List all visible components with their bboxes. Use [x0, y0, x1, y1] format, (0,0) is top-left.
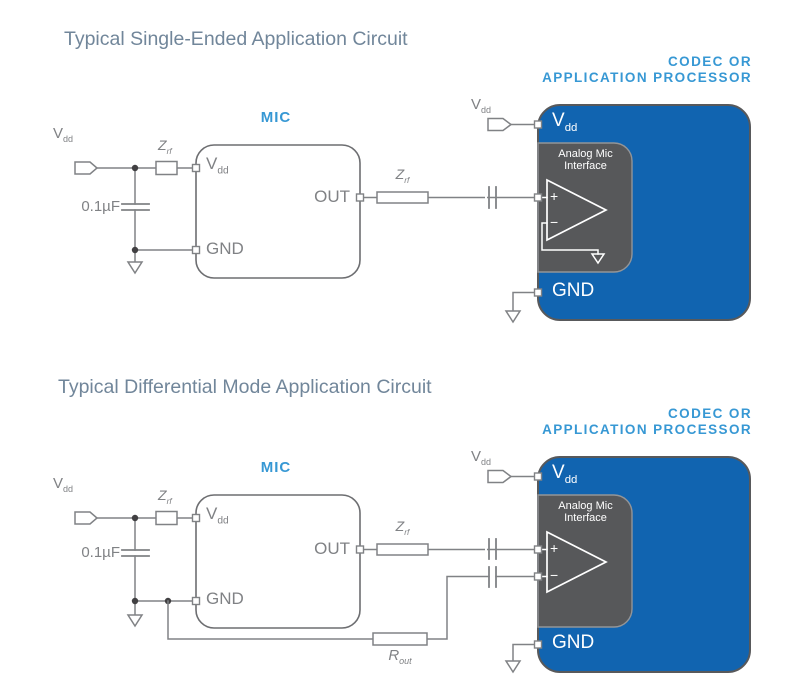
codec-gnd-label: GND	[552, 632, 595, 653]
codec-gnd-pin	[533, 288, 543, 297]
analog-mic-interface-label: Analog Mic Interface	[538, 148, 633, 172]
internal-ground-symbol	[590, 253, 606, 265]
wire-codec-gnd	[512, 643, 535, 662]
opamp-triangle	[546, 178, 608, 242]
mic-out-pin	[355, 193, 365, 202]
cap-value-label: 0.1µF	[81, 198, 120, 215]
zrf-label-small: Zrf	[158, 137, 172, 156]
codec-gnd-pin	[533, 640, 543, 649]
mic-vdd-pin	[191, 163, 201, 173]
zrf-resistor-small	[155, 160, 178, 176]
mic-title: MIC	[260, 459, 292, 476]
circuit1-title: Typical Single-Ended Application Circuit	[64, 28, 408, 50]
coupling-capacitor-plus	[488, 538, 497, 560]
rout-label: Rout	[388, 647, 412, 666]
cap-value-label: 0.1µF	[81, 544, 120, 561]
coupling-capacitor-minus	[488, 566, 497, 588]
ground-symbol	[504, 310, 522, 324]
junction-dot	[131, 597, 139, 605]
opamp-minus-sign: −	[550, 567, 559, 583]
mic-vdd-pin	[191, 513, 201, 523]
analog-label-line1: Analog Mic	[558, 148, 613, 160]
analog-mic-interface-box	[537, 142, 633, 273]
mic-title: MIC	[260, 109, 292, 126]
codec-vdd-label: Vdd	[552, 110, 578, 134]
opamp-minus-sign: −	[550, 214, 559, 230]
codec-input-pin	[533, 193, 543, 202]
codec-minus-input-pin	[533, 572, 543, 581]
opamp-minus-feedback-wire	[541, 222, 599, 255]
capacitor-gap-mask	[485, 541, 487, 558]
zrf-label-series: Zrf	[395, 518, 410, 537]
codec-header-line1: CODEC OR	[668, 406, 752, 421]
supply-arrow-connector	[487, 117, 513, 132]
wire-codec-gnd	[512, 291, 535, 312]
coupling-capacitor	[488, 186, 497, 209]
vdd-supply-label: Vdd	[471, 448, 492, 467]
junction-dot	[131, 164, 139, 172]
mic-box	[195, 494, 361, 629]
codec-plus-input-pin	[533, 545, 543, 554]
mic-vdd-pin-label: Vdd	[206, 504, 229, 527]
analog-label-line1: Analog Mic	[558, 500, 613, 512]
analog-label-line2: Interface	[564, 512, 607, 524]
wire-rout-return-path	[167, 575, 490, 640]
junction-dot	[131, 514, 139, 522]
junction-dot	[131, 246, 139, 254]
mic-out-pin-label: OUT	[314, 539, 350, 558]
opamp-plus-sign: +	[550, 188, 559, 204]
codec-header-line2: APPLICATION PROCESSOR	[542, 70, 752, 85]
decoupling-capacitor	[121, 549, 150, 557]
rout-resistor	[372, 632, 428, 646]
zrf-resistor-small	[155, 510, 178, 526]
circuit2-codec-header: CODEC OR APPLICATION PROCESSOR	[542, 406, 752, 438]
vdd-supply-label: Vdd	[471, 96, 492, 115]
codec-header-line2: APPLICATION PROCESSOR	[542, 422, 752, 437]
mic-box	[195, 144, 361, 279]
codec-vdd-pin	[533, 472, 543, 481]
mic-gnd-pin	[191, 596, 201, 606]
vdd-supply-label: Vdd	[53, 475, 74, 494]
mic-gnd-pin-label: GND	[206, 239, 244, 258]
codec-vdd-pin	[533, 120, 543, 129]
single-ended-circuit	[74, 104, 751, 324]
vdd-supply-label: Vdd	[53, 125, 74, 144]
ground-symbol	[126, 261, 144, 275]
decoupling-capacitor	[121, 203, 150, 211]
mic-gnd-pin	[191, 245, 201, 255]
supply-arrow-connector	[74, 161, 99, 175]
opamp-triangle	[546, 530, 608, 594]
codec-gnd-label: GND	[552, 280, 595, 301]
differential-circuit	[74, 456, 751, 674]
analog-label-line2: Interface	[564, 160, 607, 172]
supply-arrow-connector	[487, 469, 513, 484]
mic-out-pin-label: OUT	[314, 187, 350, 206]
mic-out-pin	[355, 545, 365, 554]
mic-gnd-pin-label: GND	[206, 589, 244, 608]
capacitor-gap-mask	[485, 189, 487, 206]
ground-symbol	[126, 614, 144, 628]
analog-mic-interface-box	[537, 494, 633, 628]
analog-mic-interface-label: Analog Mic Interface	[538, 500, 633, 524]
opamp-input-leads	[541, 548, 548, 578]
mic-vdd-pin-label: Vdd	[206, 154, 229, 177]
codec-header-line1: CODEC OR	[668, 54, 752, 69]
zrf-resistor-series	[376, 543, 429, 556]
circuit1-codec-header: CODEC OR APPLICATION PROCESSOR	[542, 54, 752, 86]
codec-vdd-label: Vdd	[552, 462, 578, 486]
supply-arrow-connector	[74, 511, 99, 525]
opamp-plus-sign: +	[550, 540, 559, 556]
zrf-resistor-series	[376, 191, 429, 204]
zrf-label-series: Zrf	[395, 166, 410, 185]
zrf-label-small: Zrf	[158, 487, 172, 506]
circuit2-title: Typical Differential Mode Application Ci…	[58, 376, 432, 398]
ground-symbol	[504, 660, 522, 674]
